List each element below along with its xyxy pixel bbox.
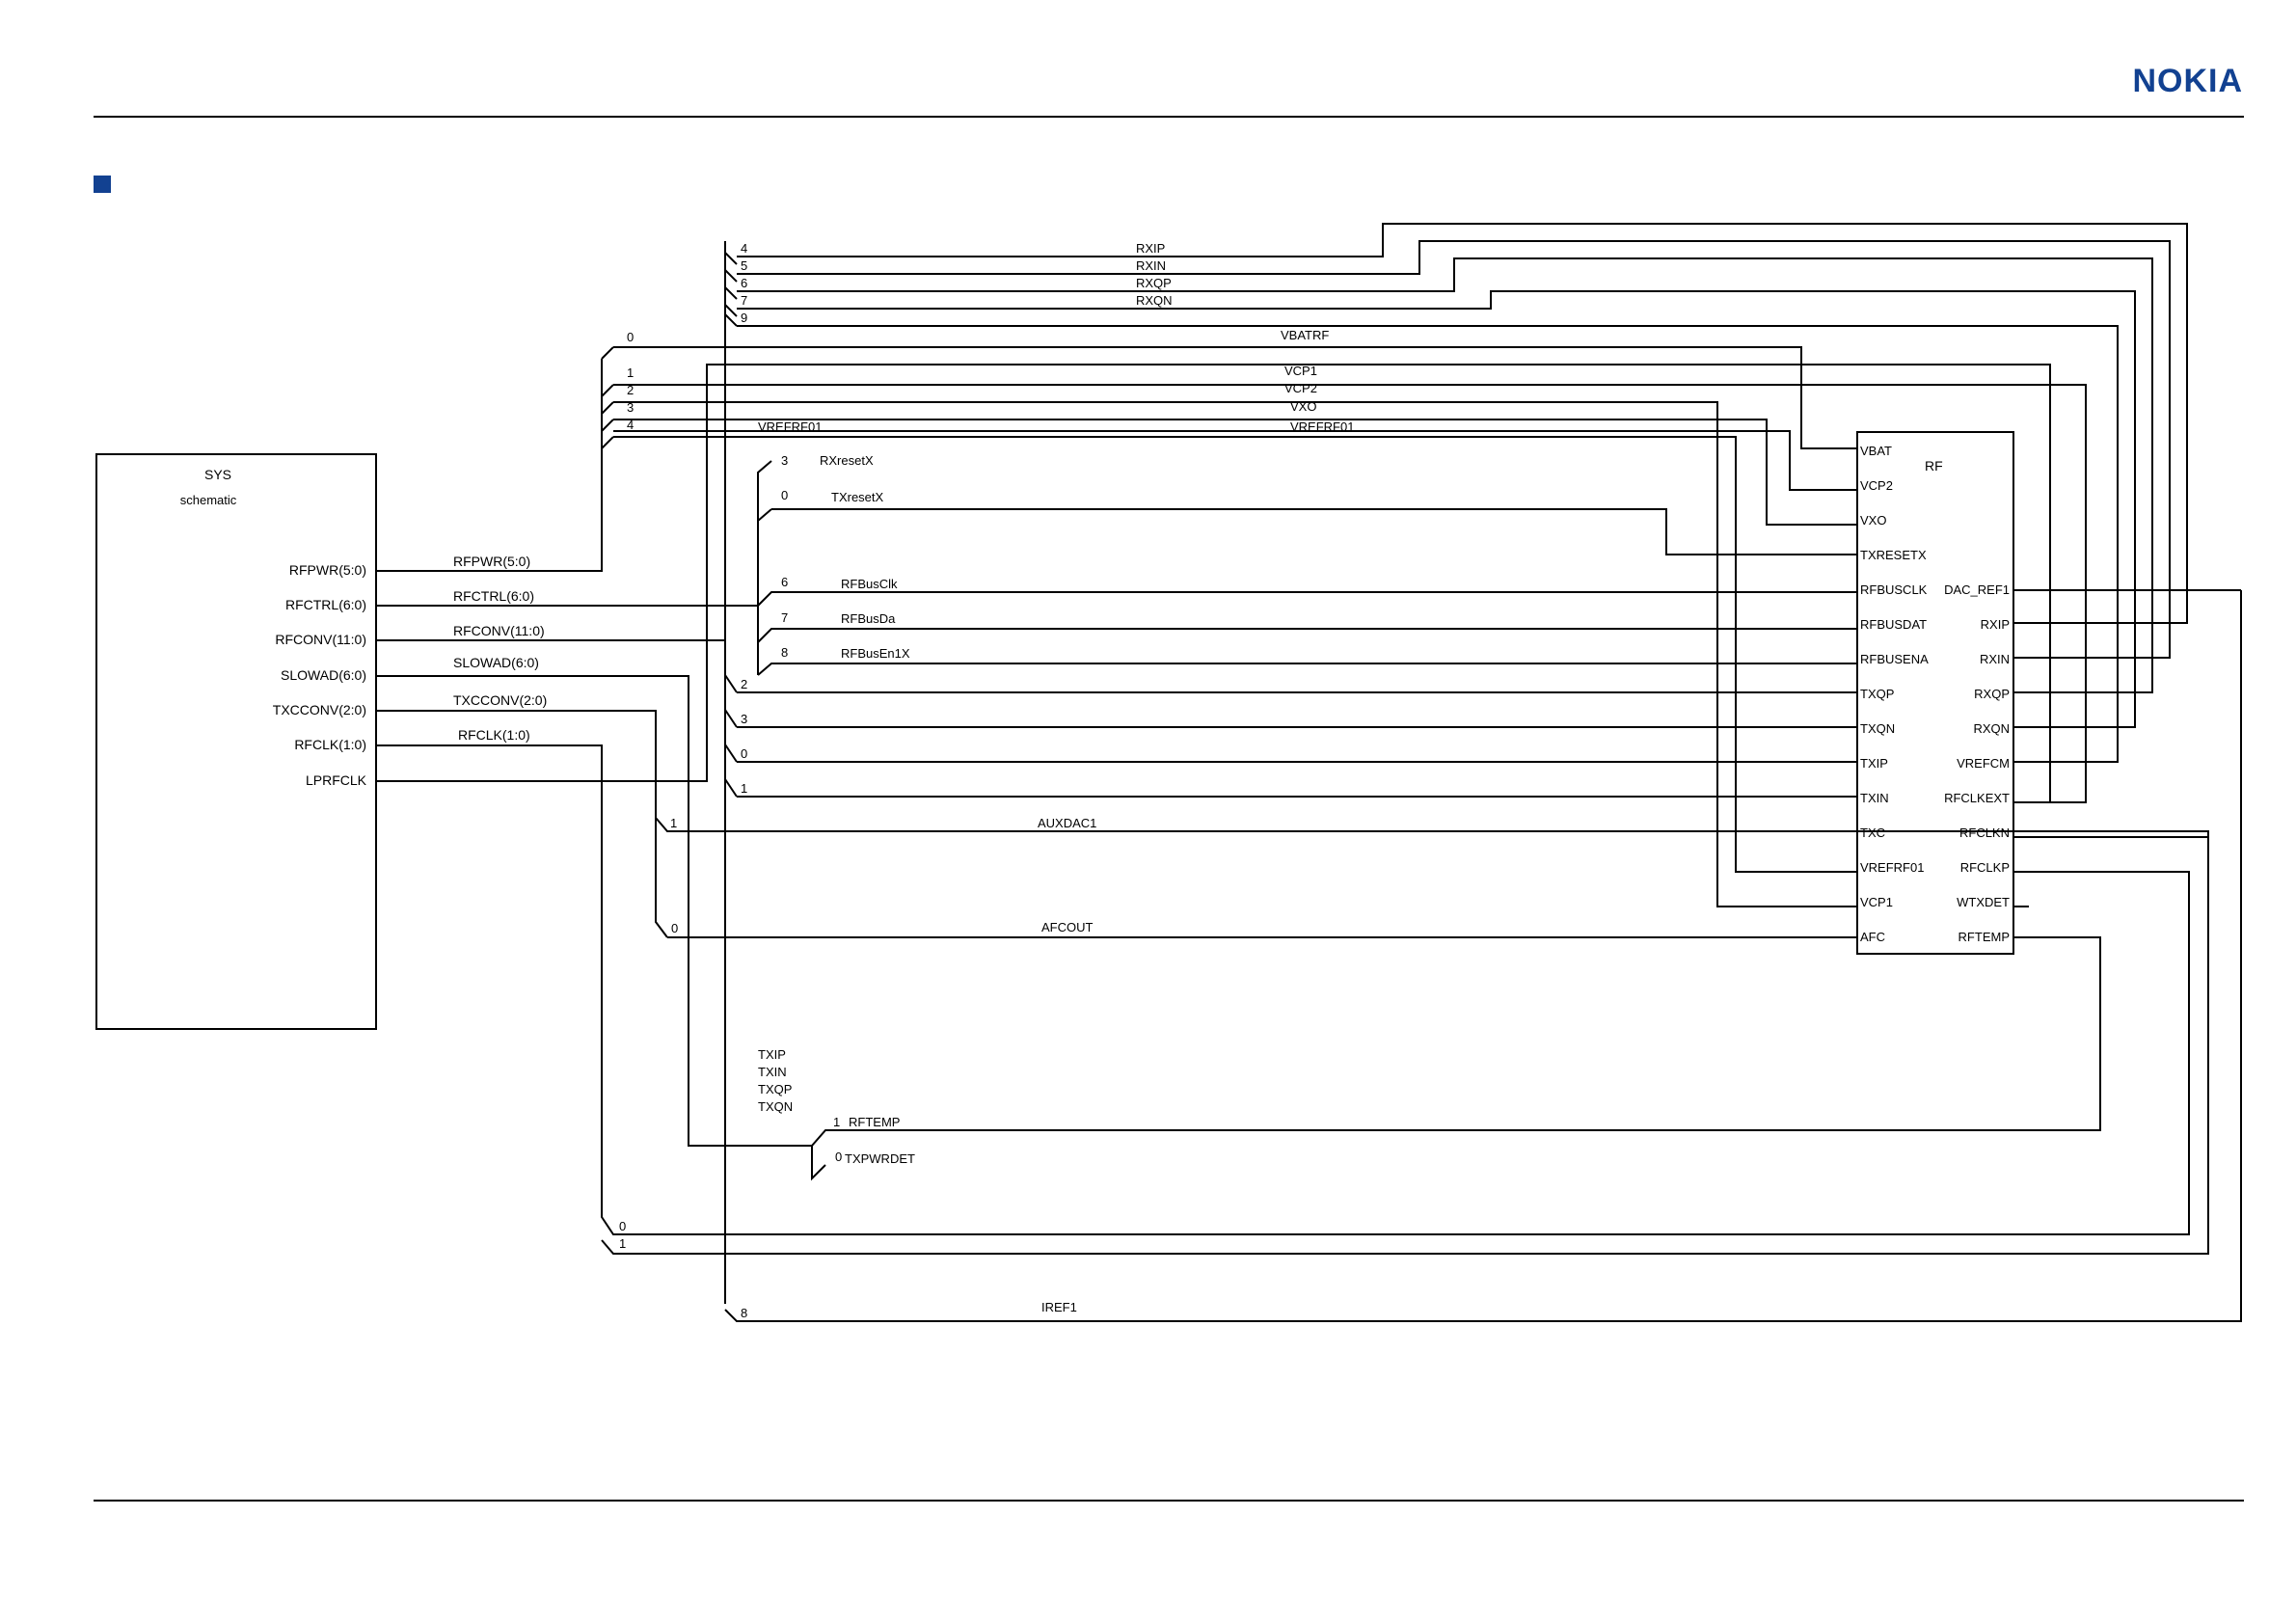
net-label-vcp2: VCP2 — [1284, 381, 1317, 395]
tx-list-item: TXIN — [758, 1065, 787, 1079]
sys-port-rfclk: RFCLK(1:0) — [294, 737, 366, 752]
sys-port-txcconv: TXCCONV(2:0) — [273, 702, 366, 717]
net-index: 8 — [781, 645, 788, 660]
rf-pin-dac-ref1: DAC_REF1 — [1944, 582, 2010, 597]
bus-label-txcconv: TXCCONV(2:0) — [453, 692, 547, 708]
tx-list-item: TXQP — [758, 1082, 792, 1096]
net-label-afcout: AFCOUT — [1041, 920, 1094, 934]
tx-list-item: TXIP — [758, 1047, 786, 1062]
net-label-vbatrf: VBATRF — [1281, 328, 1329, 342]
rf-pin-rxip: RXIP — [1981, 617, 2010, 632]
rf-pin-rfbusclk: RFBUSCLK — [1860, 582, 1928, 597]
rf-pin-rfclkn: RFCLKN — [1959, 826, 2010, 840]
rf-pin-rftemp: RFTEMP — [1958, 930, 2010, 944]
net-index: 1 — [833, 1115, 840, 1129]
rf-pin-vxo: VXO — [1860, 513, 1886, 528]
rf-pin-vrefcm: VREFCM — [1957, 756, 2010, 771]
sys-block-title: SYS — [204, 467, 231, 482]
net-index: 0 — [619, 1219, 626, 1233]
sys-port-rfpwr: RFPWR(5:0) — [289, 562, 366, 578]
section-bullet-icon — [94, 176, 111, 193]
rf-pin-vcp2: VCP2 — [1860, 478, 1893, 493]
net-index: 4 — [627, 418, 634, 432]
nokia-logo: NOKIA — [2132, 63, 2243, 99]
rf-pin-rxqp: RXQP — [1974, 687, 2010, 701]
net-index: 1 — [741, 781, 747, 796]
net-index: 0 — [671, 921, 678, 935]
bus-label-rfctrl: RFCTRL(6:0) — [453, 588, 534, 604]
rf-pin-txip: TXIP — [1860, 756, 1888, 771]
rf-pin-vcp1: VCP1 — [1860, 895, 1893, 909]
net-label-rftemp: RFTEMP — [849, 1115, 900, 1129]
net-index: 8 — [741, 1306, 747, 1320]
net-index: 3 — [781, 453, 788, 468]
sys-port-rfconv: RFCONV(11:0) — [275, 632, 366, 647]
net-label-txpwrdet: TXPWRDET — [845, 1151, 915, 1166]
bus-label-slowad: SLOWAD(6:0) — [453, 655, 539, 670]
net-index: 1 — [627, 365, 634, 380]
net-index: 3 — [741, 712, 747, 726]
rf-pin-txresetx: TXRESETX — [1860, 548, 1927, 562]
rf-pin-rfclkp: RFCLKP — [1960, 860, 2010, 875]
net-index: 7 — [741, 293, 747, 308]
net-label-rfbusclk: RFBusClk — [841, 577, 898, 591]
net-label-vrefrf01-2: VREFRF01 — [1290, 420, 1354, 434]
rf-pin-vbat: VBAT — [1860, 444, 1892, 458]
sys-port-lprfclk: LPRFCLK — [306, 772, 367, 788]
sys-block: SYS schematic RFPWR(5:0) RFCTRL(6:0) RFC… — [95, 453, 377, 1030]
net-label-auxdac1: AUXDAC1 — [1038, 816, 1096, 830]
bus-label-rfpwr: RFPWR(5:0) — [453, 554, 530, 569]
net-label-rxresetx: RXresetX — [820, 453, 874, 468]
sys-block-subtitle: schematic — [180, 493, 237, 507]
rf-pin-rxqn: RXQN — [1973, 721, 2010, 736]
rf-pin-afc: AFC — [1860, 930, 1885, 944]
net-label-iref1: IREF1 — [1041, 1300, 1077, 1314]
net-index: 0 — [781, 488, 788, 502]
rf-pin-rfbusena: RFBUSENA — [1860, 652, 1929, 666]
net-index: 6 — [781, 575, 788, 589]
net-label-rxip: RXIP — [1136, 241, 1165, 256]
rf-pin-wtxdet: WTXDET — [1957, 895, 2010, 909]
net-label-vrefrf01: VREFRF01 — [758, 420, 822, 434]
net-label-txresetx: TXresetX — [831, 490, 884, 504]
net-label-vcp1: VCP1 — [1284, 364, 1317, 378]
rf-pin-txc: TXC — [1860, 826, 1885, 840]
rf-pin-rfbusdat: RFBUSDAT — [1860, 617, 1927, 632]
net-label-rxin: RXIN — [1136, 258, 1166, 273]
wires — [376, 223, 2242, 1322]
net-index: 9 — [741, 311, 747, 325]
net-index: 0 — [835, 1150, 842, 1164]
net-index: 3 — [627, 400, 634, 415]
net-index: 1 — [619, 1236, 626, 1251]
rf-pin-rfclkext: RFCLKEXT — [1944, 791, 2010, 805]
rf-pin-txqp: TXQP — [1860, 687, 1894, 701]
sys-port-rfctrl: RFCTRL(6:0) — [285, 597, 366, 612]
rf-block-title: RF — [1925, 458, 1943, 474]
net-label-rfbusda: RFBusDa — [841, 611, 896, 626]
net-index: 0 — [741, 746, 747, 761]
net-index: 2 — [741, 677, 747, 691]
rf-pin-txqn: TXQN — [1860, 721, 1895, 736]
rf-block: RF VBAT VCP2 VXO TXRESETX RFBUSCLK RFBUS… — [1856, 431, 2014, 955]
rf-pin-txin: TXIN — [1860, 791, 1889, 805]
net-index: 2 — [627, 383, 634, 397]
sys-port-slowad: SLOWAD(6:0) — [281, 667, 366, 683]
net-index: 7 — [781, 610, 788, 625]
net-index: 5 — [741, 258, 747, 273]
net-label-rfbusen1x: RFBusEn1X — [841, 646, 910, 661]
tx-list-item: TXQN — [758, 1099, 793, 1114]
net-index: 0 — [627, 330, 634, 344]
bus-label-rfconv: RFCONV(11:0) — [453, 623, 545, 638]
net-label-vxo: VXO — [1290, 399, 1316, 414]
rf-pin-vrefrf01: VREFRF01 — [1860, 860, 1924, 875]
net-label-rxqp: RXQP — [1136, 276, 1172, 290]
net-index: 4 — [741, 241, 747, 256]
bus-label-rfclk: RFCLK(1:0) — [458, 727, 530, 743]
net-index: 1 — [670, 816, 677, 830]
rf-pin-rxin: RXIN — [1980, 652, 2010, 666]
net-label-rxqn: RXQN — [1136, 293, 1173, 308]
net-index: 6 — [741, 276, 747, 290]
